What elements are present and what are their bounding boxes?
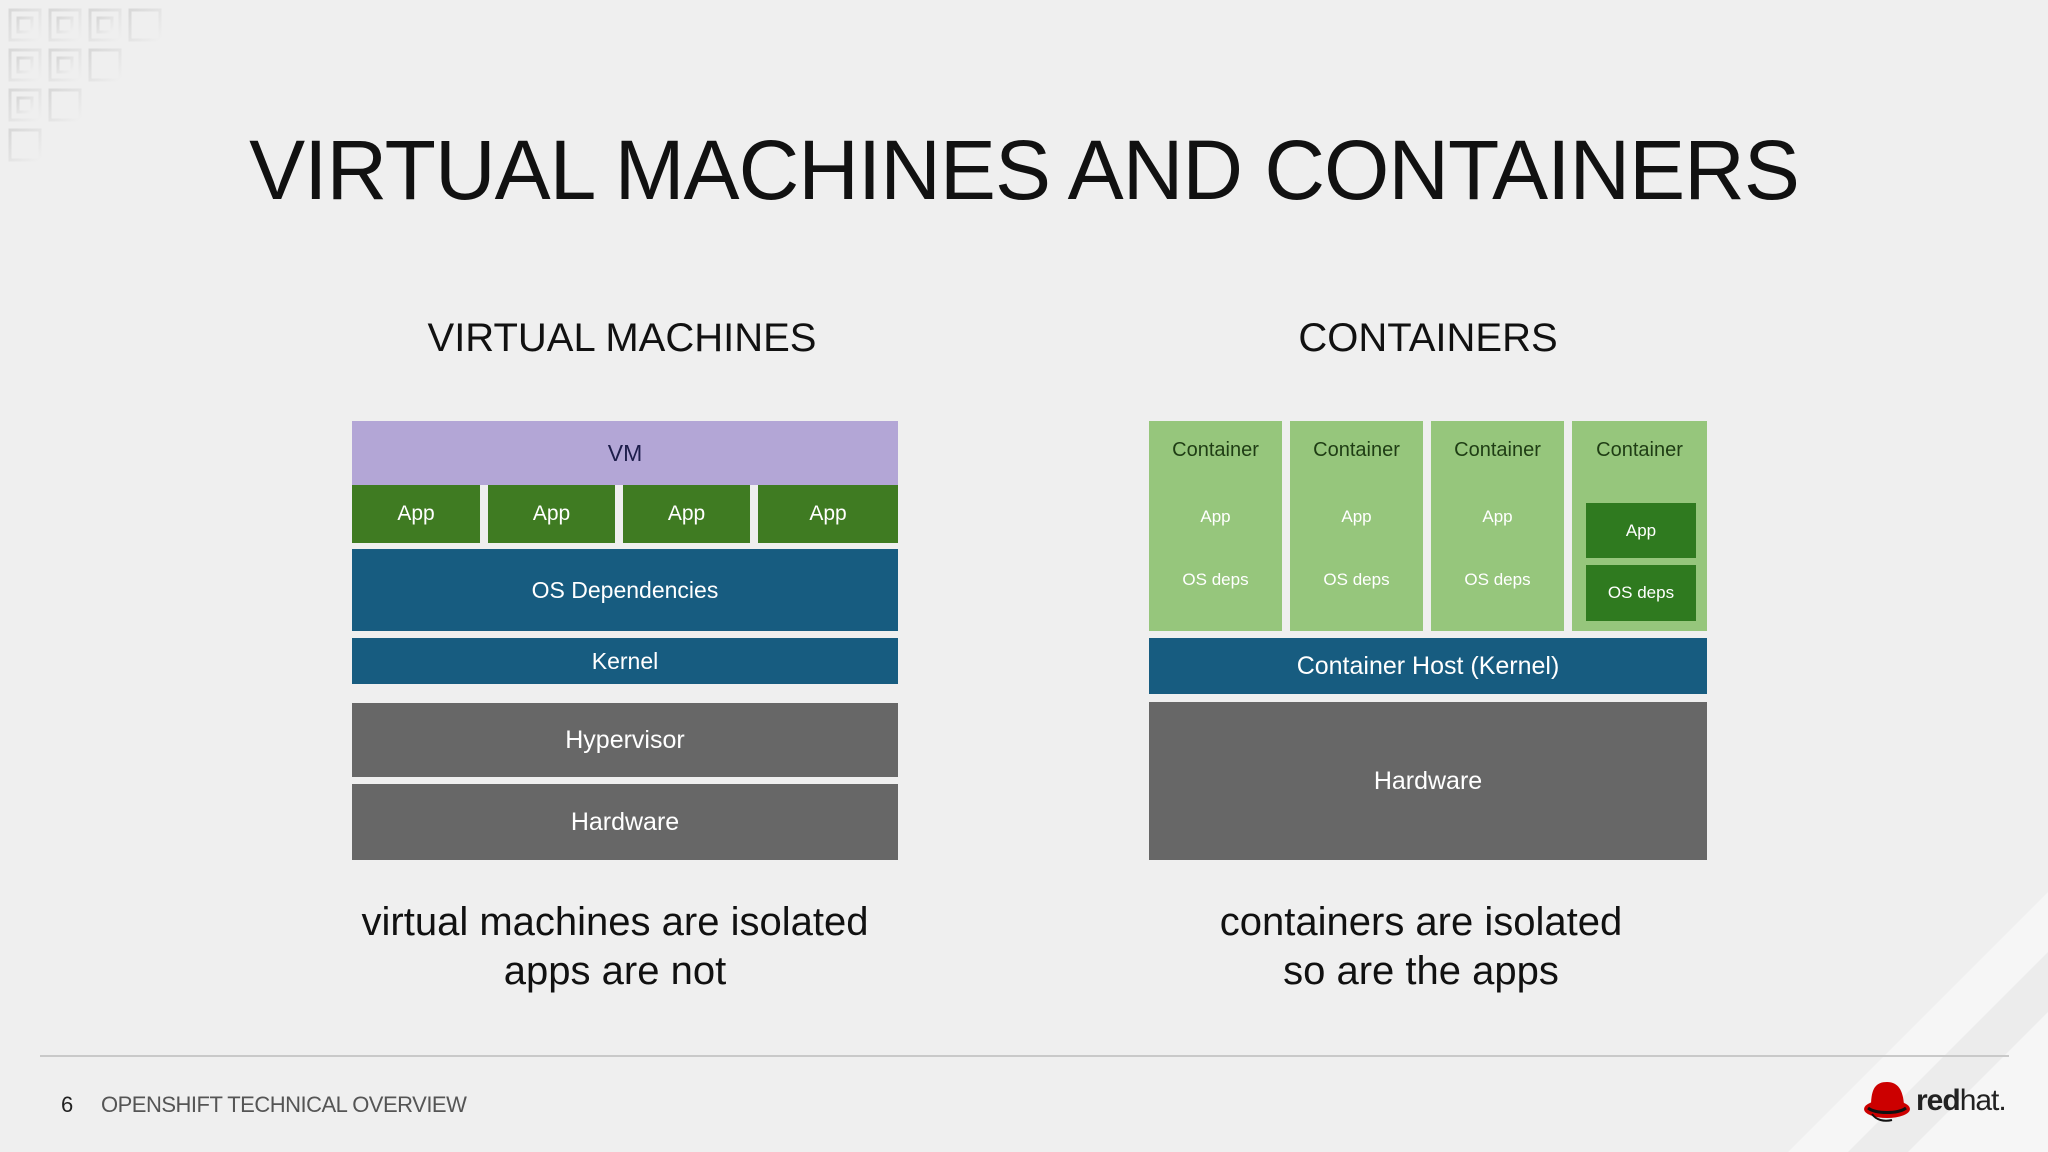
footer-title: OPENSHIFT TECHNICAL OVERVIEW xyxy=(101,1092,467,1117)
vm-app-label: App xyxy=(809,502,847,525)
hypervisor-layer: Hypervisor xyxy=(352,703,898,777)
vm-app-box: App xyxy=(758,485,898,543)
background-pattern xyxy=(8,8,162,162)
container-app-label: App xyxy=(1200,507,1231,526)
kernel-label: Kernel xyxy=(591,647,659,674)
kernel-layer: Kernel xyxy=(352,638,898,684)
container-os-deps-label: OS deps xyxy=(1323,570,1390,589)
vm-app-box: App xyxy=(352,485,480,543)
container-label: Container xyxy=(1454,439,1541,461)
vm-app-label: App xyxy=(667,502,706,525)
vm-caption: virtual machines are isolated apps are n… xyxy=(312,898,918,996)
vm-app-label: App xyxy=(397,502,435,525)
containers-caption-line: containers are isolated xyxy=(1219,900,1623,944)
vm-caption-line: apps are not xyxy=(503,949,727,993)
footer-divider xyxy=(40,1055,2009,1057)
vm-hardware-label: Hardware xyxy=(570,807,680,836)
container-hardware-label: Hardware xyxy=(1373,766,1483,795)
container-app-label: App xyxy=(1482,507,1513,526)
container-os-deps-label: OS deps xyxy=(1607,583,1675,602)
os-dependencies-label: OS Dependencies xyxy=(531,576,719,603)
vm-app-label: App xyxy=(532,502,571,525)
vm-app-box: App xyxy=(488,485,615,543)
redhat-wordmark-hat: hat. xyxy=(1959,1084,2007,1117)
container-host-label: Container Host (Kernel) xyxy=(1296,651,1560,680)
container-os-deps-box: OS deps xyxy=(1586,565,1696,621)
container-os-deps-label: OS deps xyxy=(1464,570,1531,589)
hypervisor-label: Hypervisor xyxy=(565,725,685,754)
container-app-label: App xyxy=(1341,507,1372,526)
container-hardware-layer: Hardware xyxy=(1149,702,1707,860)
vm-hardware-layer: Hardware xyxy=(352,784,898,860)
container-box: Container App OS deps xyxy=(1290,421,1423,631)
vm-app-box: App xyxy=(623,485,750,543)
slide-title: VIRTUAL MACHINES AND CONTAINERS xyxy=(249,123,1800,217)
vm-heading: VIRTUAL MACHINES xyxy=(427,316,817,360)
redhat-wordmark: redhat. xyxy=(1916,1084,2007,1118)
container-app-label: App xyxy=(1625,520,1657,540)
containers-caption: containers are isolated so are the apps xyxy=(1118,898,1724,996)
redhat-wordmark-red: red xyxy=(1916,1084,1961,1117)
redhat-logo: redhat. xyxy=(1862,1078,2007,1124)
vm-bar: VM xyxy=(352,421,898,485)
container-box: Container App OS deps xyxy=(1431,421,1564,631)
container-host-layer: Container Host (Kernel) xyxy=(1149,638,1707,694)
container-box: Container App OS deps xyxy=(1572,421,1707,631)
redhat-shadowman-icon xyxy=(1864,1082,1910,1122)
containers-caption-line: so are the apps xyxy=(1283,949,1559,993)
container-label: Container xyxy=(1172,439,1259,461)
container-box: Container App OS deps xyxy=(1149,421,1282,631)
vm-caption-line: virtual machines are isolated xyxy=(361,900,869,944)
container-app-box: App xyxy=(1586,503,1696,558)
page-number: 6 xyxy=(61,1092,74,1117)
os-dependencies-layer: OS Dependencies xyxy=(352,549,898,631)
container-label: Container xyxy=(1313,439,1400,461)
container-label: Container xyxy=(1596,439,1683,461)
container-os-deps-label: OS deps xyxy=(1182,570,1249,589)
containers-heading: CONTAINERS xyxy=(1298,316,1558,360)
vm-label: VM xyxy=(607,439,643,466)
